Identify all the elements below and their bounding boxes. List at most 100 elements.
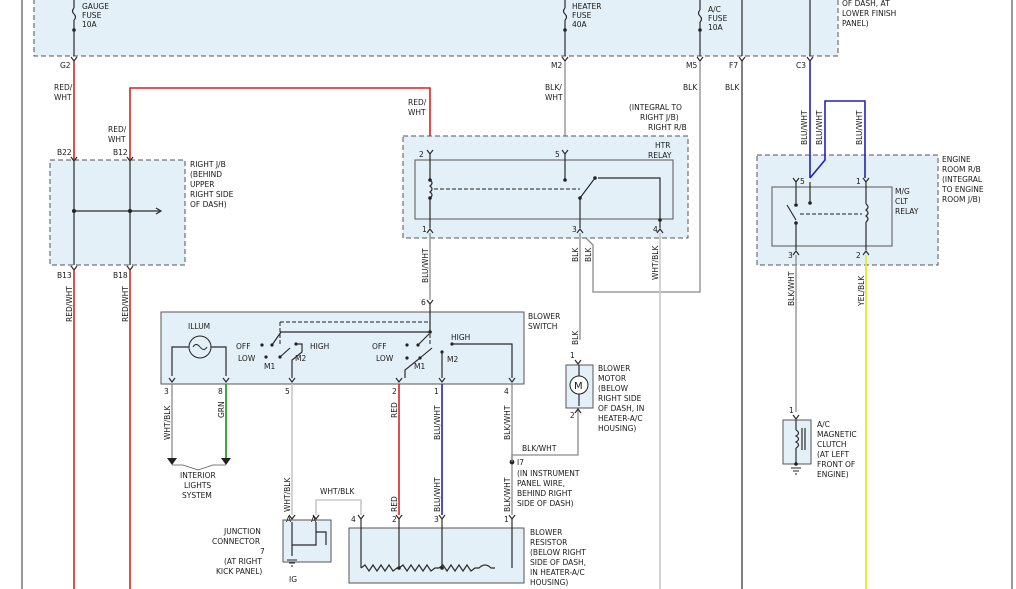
resistor-label-3: (BELOW RIGHT xyxy=(530,548,586,557)
sw-pin-1: 1 xyxy=(434,387,439,396)
interior-label-2: LIGHTS xyxy=(184,481,211,490)
htr-note-1: (INTEGRAL TO xyxy=(629,103,682,112)
wire-b12-red-wht xyxy=(129,87,431,160)
panel-note-1: OF DASH, AT xyxy=(842,0,890,8)
sw-pin-6: 6 xyxy=(421,298,426,307)
sw-pin-4: 4 xyxy=(504,387,509,396)
motor-label-4: RIGHT SIDE xyxy=(598,394,642,403)
sw-right-high: HIGH xyxy=(451,333,470,342)
mg-relay-coil xyxy=(865,203,869,223)
right-jb-label-3: UPPER xyxy=(190,180,215,189)
blower-resistor-box xyxy=(348,527,525,584)
wire-blu-wht-loop xyxy=(809,100,866,179)
arrow-interior-2 xyxy=(221,458,231,465)
sw-right-m2: M2 xyxy=(447,355,458,364)
wire-label-blk-wht-1: BLK/ xyxy=(545,83,562,92)
pin-m2: M2 xyxy=(551,61,562,70)
wire-label-blk-htr3b: BLK xyxy=(584,247,593,262)
interior-label-1: INTERIOR xyxy=(180,471,216,480)
wire-label-blk-wht-2: WHT xyxy=(545,93,563,102)
pin-b22: B22 xyxy=(57,148,72,157)
htr-pin-4: 4 xyxy=(653,225,658,234)
fuse-panel xyxy=(33,0,839,57)
mg-pin-5: 5 xyxy=(800,177,805,186)
mg-pin-1: 1 xyxy=(856,177,861,186)
jc-pin-a1: A xyxy=(286,515,292,524)
pin-i7: I7 xyxy=(517,458,524,467)
wire-label-blk-wht-sw4: BLK/WHT xyxy=(503,405,512,440)
resistor-label-6: HOUSING) xyxy=(530,578,568,587)
heater-fuse-label-1: HEATER xyxy=(572,2,601,11)
mg-relay-label-2: CLT xyxy=(895,197,908,206)
pin-b13: B13 xyxy=(57,271,72,280)
junction-connector-box xyxy=(282,519,332,563)
ground-icon xyxy=(287,559,297,567)
htr-pin-5: 5 xyxy=(555,150,560,159)
interior-label-3: SYSTEM xyxy=(182,491,212,500)
jc-pin-a2: A xyxy=(311,515,317,524)
wire-label-blk-f7: BLK xyxy=(725,83,740,92)
sw-right-off: OFF xyxy=(372,342,387,351)
htr-coil xyxy=(429,179,433,199)
wire-label-red-wht-v2: RED/WHT xyxy=(121,286,130,322)
heater-fuse-label-2: FUSE xyxy=(572,11,592,20)
wire-label-blk-htr3a: BLK xyxy=(571,247,580,262)
junction-label-2: CONNECTOR xyxy=(212,537,260,546)
clutch-ground-icon xyxy=(791,467,801,475)
right-jb-label-1: RIGHT J/B xyxy=(190,160,226,169)
engine-rb-label-3: (INTEGRAL xyxy=(942,175,983,184)
sw-pin-2: 2 xyxy=(392,387,397,396)
htr-pin-3: 3 xyxy=(572,225,577,234)
junction-label-1: JUNCTION xyxy=(223,527,261,536)
wire-label-red-res: RED xyxy=(390,496,399,512)
right-jb-box xyxy=(49,159,186,266)
wire-label-yel-blk-mg2: YEL/BLK xyxy=(857,275,866,307)
sw-right-low: LOW xyxy=(376,354,394,363)
right-jb-label-5: OF DASH) xyxy=(190,200,227,209)
sw-left-off: OFF xyxy=(236,342,251,351)
sw-right-m1: M1 xyxy=(414,362,425,371)
i7-note-1: (IN INSTRUMENT xyxy=(517,469,580,478)
right-jb-label-2: (BEHIND xyxy=(190,170,222,179)
wire-label-blu-wht-htr: BLU/WHT xyxy=(421,248,430,283)
wire-label-red-wht-v1: RED/WHT xyxy=(65,286,74,322)
wire-label-wht-blk-sw5: WHT/BLK xyxy=(283,477,292,512)
gauge-fuse-label-3: 10A xyxy=(82,20,98,29)
pin-c3: C3 xyxy=(796,61,806,70)
gauge-fuse: GAUGE FUSE 10A xyxy=(71,0,109,32)
panel-connectors xyxy=(70,56,814,62)
resistor-label-5: IN HEATER-A/C xyxy=(530,568,585,577)
illum-label: ILLUM xyxy=(188,322,210,331)
clutch-coil xyxy=(794,429,800,449)
clutch-label-6: ENGINE) xyxy=(817,470,849,479)
junction-label-5: KICK PANEL) xyxy=(216,567,262,576)
wire-label-blu-wht-res: BLU/WHT xyxy=(433,477,442,512)
mg-relay-label-3: RELAY xyxy=(895,207,919,216)
clutch-label-3: CLUTCH xyxy=(817,440,847,449)
motor-label-6: HEATER-A/C xyxy=(598,414,643,423)
sw-pin-5: 5 xyxy=(285,387,290,396)
res-pin-1: 1 xyxy=(504,515,509,524)
wire-label-blk-wht-res: BLK/WHT xyxy=(503,477,512,512)
engine-rb-label-1: ENGINE xyxy=(942,155,971,164)
clutch-label-1: A/C xyxy=(817,420,830,429)
motor-pin-2: 2 xyxy=(570,411,575,420)
ac-fuse-label-1: A/C xyxy=(708,5,721,14)
mg-relay-label-1: M/G xyxy=(895,187,910,196)
wire-label-red-wht-c1: RED/ xyxy=(408,98,427,107)
wire-label-red-wht-a2: WHT xyxy=(54,93,72,102)
right-jb-label-4: RIGHT SIDE xyxy=(190,190,234,199)
engine-rb-label-4: TO ENGINE xyxy=(941,185,984,194)
sw-left-m2: M2 xyxy=(295,354,306,363)
blower-switch-box xyxy=(160,311,525,385)
junction-label-3: 7 xyxy=(260,547,265,556)
wire-label-red-wht-c2: WHT xyxy=(408,108,426,117)
gauge-fuse-label-2: FUSE xyxy=(82,11,102,20)
res-pin-2: 2 xyxy=(392,515,397,524)
resistor-coil xyxy=(360,563,495,573)
wire-label-blk-motor: BLK xyxy=(571,330,580,345)
wire-label-red-sw2: RED xyxy=(390,402,399,418)
clutch-label-2: MAGNETIC xyxy=(817,430,857,439)
gauge-fuse-label-1: GAUGE xyxy=(82,2,109,11)
